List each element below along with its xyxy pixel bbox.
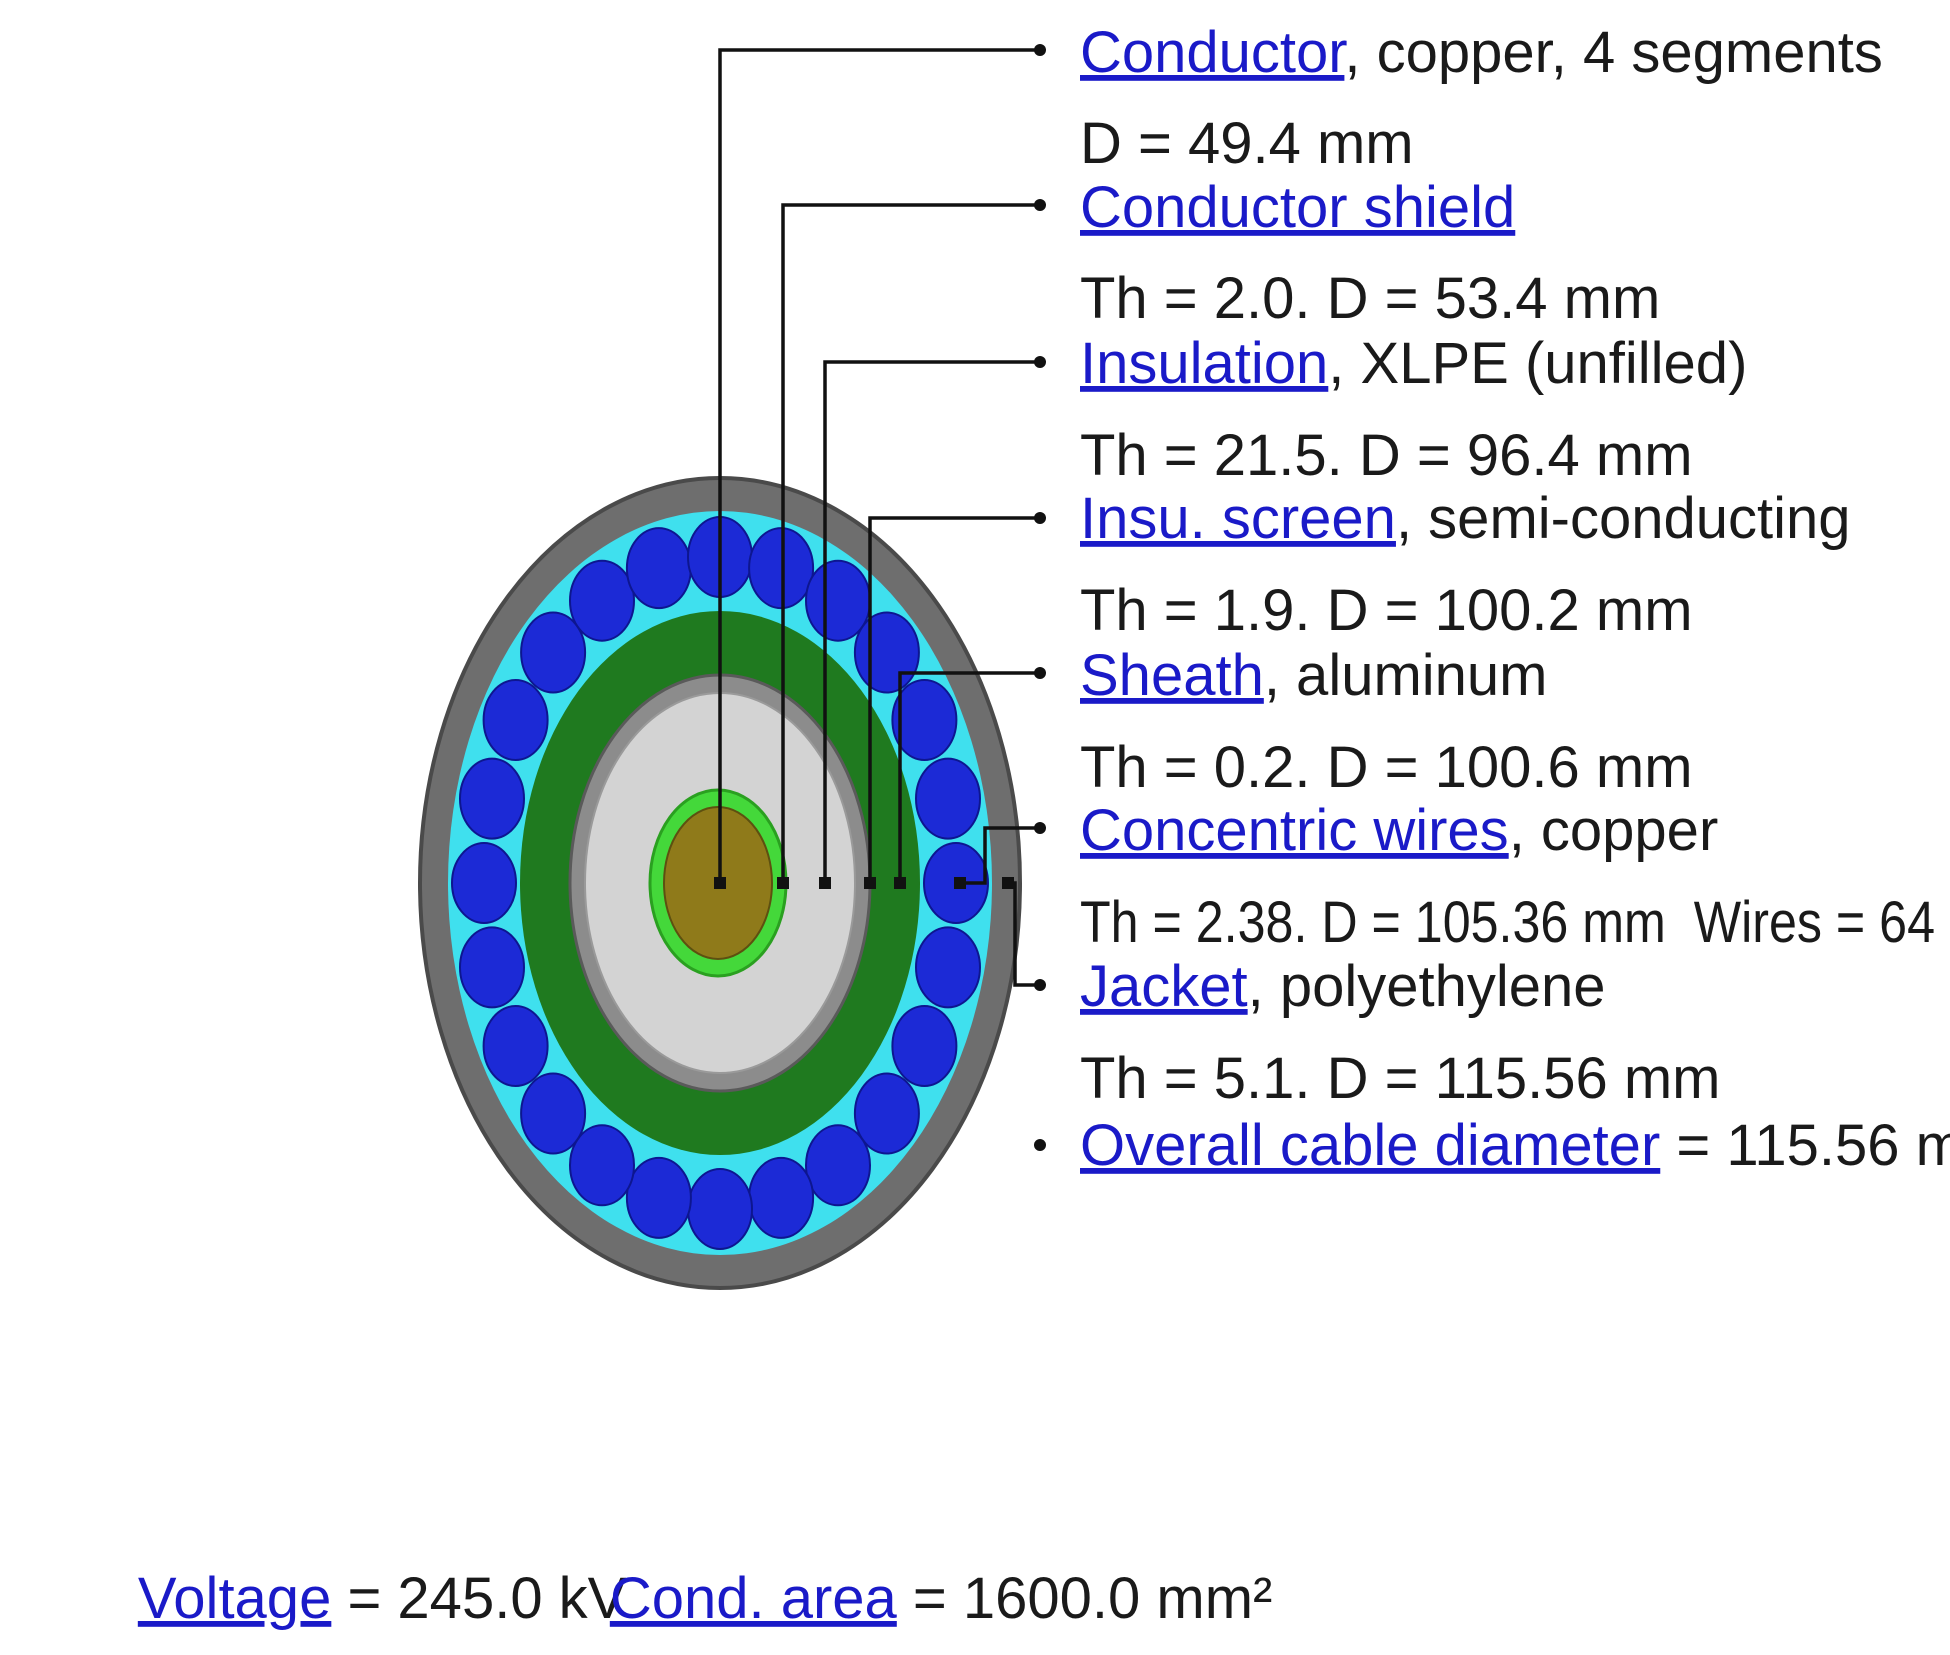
footer-ratings: Voltage = 245.0 kV Cond. area = 1600.0 m… xyxy=(25,1566,1353,1631)
concentric-wire-strand xyxy=(451,842,517,924)
concentric-wire-strand xyxy=(687,1168,753,1250)
concentric-wire-strand xyxy=(482,1005,549,1087)
link-voltage[interactable]: Voltage xyxy=(138,1566,332,1631)
label-insulation: Insulation, XLPE (unfilled) xyxy=(1080,331,1747,396)
cond-area-line: Cond. area = 1600.0 mm² xyxy=(497,1566,1353,1631)
label-concentric-wires: Concentric wires, copper xyxy=(1080,798,1718,863)
detail-sheath: Th = 0.2. D = 100.6 mm xyxy=(1080,735,1693,800)
voltage-line: Voltage = 245.0 kV xyxy=(25,1566,707,1631)
marker-insu-screen xyxy=(864,877,876,889)
label-jacket-desc: , polyethylene xyxy=(1248,954,1606,1019)
concentric-wire-strand xyxy=(853,611,920,694)
marker-concentric-wires xyxy=(954,877,966,889)
label-conductor-desc: , copper, 4 segments xyxy=(1344,20,1882,85)
label-insu-screen-desc: , semi-conducting xyxy=(1396,486,1851,551)
marker-jacket xyxy=(1002,877,1014,889)
leader-sheath-dot xyxy=(1034,667,1046,679)
leader-insu-screen-dot xyxy=(1034,512,1046,524)
concentric-wire-strand xyxy=(853,1072,920,1155)
link-concentric-wires[interactable]: Concentric wires xyxy=(1080,798,1509,863)
leader-insu-screen xyxy=(868,516,1040,883)
label-sheath-desc: , aluminum xyxy=(1264,643,1548,708)
leader-lines xyxy=(714,44,1046,1151)
leader-conductor-dot xyxy=(1034,44,1046,56)
cond-area-value: = 1600.0 mm² xyxy=(897,1566,1273,1631)
link-conductor[interactable]: Conductor xyxy=(1080,20,1347,85)
overall-diameter-value: = 115.56 mm xyxy=(1660,1113,1950,1178)
marker-conductor-shield xyxy=(777,877,789,889)
label-insu-screen: Insu. screen, semi-conducting xyxy=(1080,486,1851,551)
label-conductor-shield: Conductor shield xyxy=(1080,175,1515,240)
concentric-wire-strand xyxy=(891,679,958,761)
label-jacket: Jacket, polyethylene xyxy=(1080,954,1606,1019)
concentric-wire-strand xyxy=(748,527,815,610)
leader-conductor-shield-dot xyxy=(1034,199,1046,211)
label-insulation-desc: , XLPE (unfilled) xyxy=(1328,331,1747,396)
detail-conductor: D = 49.4 mm xyxy=(1080,111,1414,176)
concentric-wire-strand xyxy=(459,926,525,1009)
link-insu-screen[interactable]: Insu. screen xyxy=(1080,486,1396,551)
detail-concentric-wires: Th = 2.38. D = 105.36 mm Wires = 64 xyxy=(1080,890,1935,955)
concentric-wire-strand xyxy=(520,1072,587,1155)
detail-jacket: Th = 5.1. D = 115.56 mm xyxy=(1080,1046,1720,1111)
marker-sheath xyxy=(894,877,906,889)
voltage-value: = 245.0 kV xyxy=(331,1566,626,1631)
concentric-wire-strand xyxy=(520,611,587,694)
label-sheath: Sheath, aluminum xyxy=(1080,643,1547,708)
label-conductor: Conductor, copper, 4 segments xyxy=(1080,20,1883,85)
leader-conductor xyxy=(718,48,1040,883)
concentric-wire-strand xyxy=(915,757,981,840)
concentric-wire-strand xyxy=(569,559,635,642)
concentric-wire-strand xyxy=(569,1124,635,1207)
detail-insulation: Th = 21.5. D = 96.4 mm xyxy=(1080,423,1693,488)
component-labels: Conductor, copper, 4 segments D = 49.4 m… xyxy=(1080,20,1950,1178)
link-overall-diameter[interactable]: Overall cable diameter xyxy=(1080,1113,1660,1178)
link-cond-area[interactable]: Cond. area xyxy=(610,1566,898,1631)
marker-insulation xyxy=(819,877,831,889)
link-conductor-shield[interactable]: Conductor shield xyxy=(1080,175,1515,240)
overall-bullet xyxy=(1034,1139,1046,1151)
detail-conductor-shield: Th = 2.0. D = 53.4 mm xyxy=(1080,266,1660,331)
concentric-wire-strand xyxy=(891,1005,958,1087)
concentric-wire-strand xyxy=(625,1156,692,1239)
leader-conductor-shield xyxy=(781,203,1040,883)
leader-insulation xyxy=(823,360,1040,883)
link-insulation[interactable]: Insulation xyxy=(1080,331,1328,396)
leader-sheath xyxy=(898,671,1040,883)
label-overall-diameter: Overall cable diameter = 115.56 mm xyxy=(1080,1113,1950,1178)
concentric-wire-strand xyxy=(915,926,981,1009)
concentric-wires xyxy=(451,516,989,1250)
detail-insu-screen: Th = 1.9. D = 100.2 mm xyxy=(1080,578,1693,643)
concentric-wire-strand xyxy=(459,757,525,840)
concentric-wire-strand xyxy=(805,1124,871,1207)
leader-insulation-dot xyxy=(1034,356,1046,368)
label-concentric-wires-desc: , copper xyxy=(1509,798,1719,863)
leader-concentric-wires-dot xyxy=(1034,822,1046,834)
link-jacket[interactable]: Jacket xyxy=(1080,954,1248,1019)
concentric-wire-strand xyxy=(482,679,549,761)
link-sheath[interactable]: Sheath xyxy=(1080,643,1264,708)
marker-conductor xyxy=(714,877,726,889)
concentric-wire-strand xyxy=(748,1156,815,1239)
concentric-wire-strand xyxy=(625,527,692,610)
leader-concentric-wires xyxy=(960,826,1040,885)
leader-jacket-dot xyxy=(1034,979,1046,991)
